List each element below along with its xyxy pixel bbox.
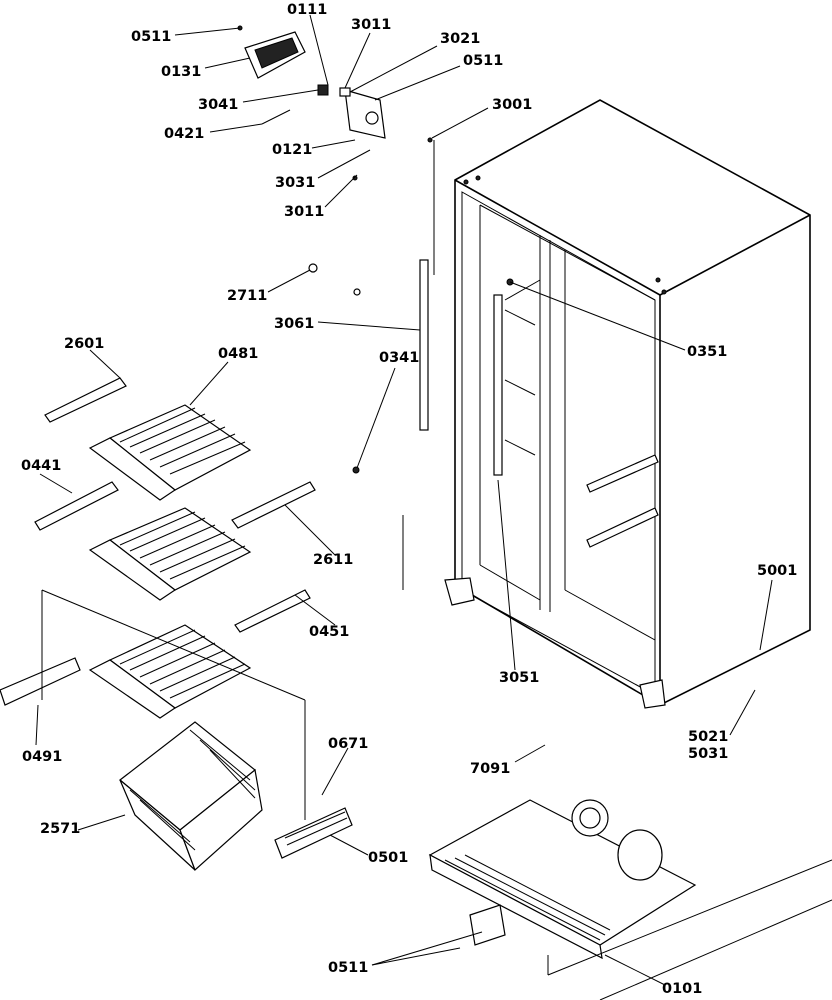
label-3021: 3021 [440, 31, 480, 47]
label-0131: 0131 [161, 64, 201, 80]
label-0451: 0451 [309, 624, 349, 640]
label-0481: 0481 [218, 346, 258, 362]
label-0501: 0501 [368, 850, 408, 866]
light-rail-3061 [419, 259, 429, 431]
part-2711b [353, 288, 361, 296]
label-0441: 0441 [21, 458, 61, 474]
freezer-shelf-1 [44, 377, 316, 529]
label-0511-top: 0511 [131, 29, 171, 45]
label-0351: 0351 [687, 344, 727, 360]
label-0111: 0111 [287, 2, 327, 18]
label-3011-low: 3011 [284, 204, 324, 220]
label-0511-mid: 0511 [463, 53, 503, 69]
label-3031: 3031 [275, 175, 315, 191]
label-0101: 0101 [662, 981, 702, 997]
label-2571: 2571 [40, 821, 80, 837]
part-0341 [352, 466, 360, 474]
basket-2571 [119, 721, 263, 872]
label-3061: 3061 [274, 316, 314, 332]
label-0511-bot: 0511 [328, 960, 368, 976]
label-3041: 3041 [198, 97, 238, 113]
label-0121: 0121 [272, 142, 312, 158]
label-2611: 2611 [313, 552, 353, 568]
part-2711 [308, 263, 318, 273]
label-0491: 0491 [22, 749, 62, 765]
panel-0501 [274, 807, 353, 859]
label-0341: 0341 [379, 350, 419, 366]
label-7091: 7091 [470, 761, 510, 777]
callout-labels: 0111 0511 3011 3021 0511 0131 3041 3001 … [21, 2, 797, 997]
freezer-shelf-2 [34, 481, 311, 633]
fan-assembly [237, 25, 433, 181]
label-5031: 5031 [688, 746, 728, 762]
label-0421: 0421 [164, 126, 204, 142]
label-5021: 5021 [688, 729, 728, 745]
freezer-shelf-3 [0, 624, 252, 719]
machine-compartment [428, 799, 697, 960]
cabinet [444, 99, 811, 709]
rail-3051 [493, 294, 503, 476]
label-3051: 3051 [499, 670, 539, 686]
leader-lines [35, 14, 773, 986]
label-3011-top: 3011 [351, 17, 391, 33]
label-5001: 5001 [757, 563, 797, 579]
label-2711: 2711 [227, 288, 267, 304]
label-3001: 3001 [492, 97, 532, 113]
label-2601: 2601 [64, 336, 104, 352]
label-0671: 0671 [328, 736, 368, 752]
